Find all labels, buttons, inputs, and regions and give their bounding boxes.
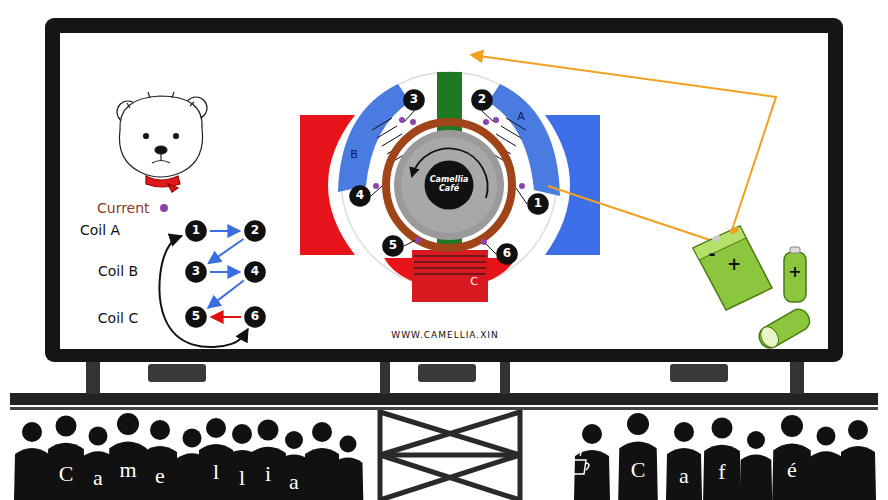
shirt-letter: C	[59, 462, 74, 486]
bear-sketch	[117, 92, 207, 192]
coil-name: Coil A	[80, 223, 120, 238]
terminal-number: 2	[251, 224, 259, 237]
terminal-number: 2	[478, 93, 486, 106]
shirt-letter: é	[787, 458, 797, 482]
coil-letter: C	[468, 276, 480, 288]
battery-sign: +	[727, 255, 741, 274]
shirt-letter: l	[239, 466, 245, 490]
shirt-letter: a	[679, 464, 689, 488]
shirt-letter: i	[265, 462, 271, 486]
terminal-number: 5	[389, 239, 397, 252]
terminal-number-circle: 3	[185, 261, 207, 283]
batteries	[693, 226, 813, 352]
flow-arrow	[210, 230, 240, 232]
coil-name: Coil B	[98, 264, 138, 279]
battery-wires	[472, 55, 776, 242]
shirt-letter: m	[119, 458, 136, 482]
coil-name: Coil C	[98, 311, 138, 326]
battery-sign: -	[708, 245, 715, 264]
terminal-number-circle: 1	[527, 193, 549, 215]
terminal-number: 4	[356, 189, 364, 202]
terminal-number: 6	[503, 247, 511, 260]
shirt-letter: f	[718, 460, 725, 484]
terminal-number: 3	[192, 265, 200, 278]
legend-entry: Current	[97, 200, 168, 216]
battery-sign: +	[788, 263, 801, 281]
terminal-number-circle: 6	[496, 243, 518, 265]
terminal-number-circle: 5	[185, 306, 207, 328]
legend-swatch	[160, 204, 168, 212]
rotor-hub-circle: Camellia Café	[424, 160, 474, 210]
coil-letter: B	[350, 149, 358, 161]
shirt-letter: C	[631, 458, 646, 482]
coil-letter: A	[517, 111, 525, 123]
terminal-number-circle: 3	[403, 89, 425, 111]
terminal-number-circle: 5	[382, 235, 404, 257]
flow-arrow	[211, 316, 241, 318]
legend-text: Current	[97, 200, 150, 216]
flow-arrow	[208, 239, 243, 263]
terminal-number-circle: 2	[244, 220, 266, 242]
website-text: WWW.CAMELLIA.XIN	[391, 331, 499, 341]
terminal-number-circle: 4	[244, 261, 266, 283]
terminal-number: 5	[192, 310, 200, 323]
shirt-letter: a	[289, 470, 299, 494]
flow-arrow	[208, 280, 244, 307]
coffee-cup-symbol	[568, 449, 589, 474]
shirt-letter: l	[213, 460, 219, 484]
flow-arrow	[210, 271, 240, 273]
terminal-number: 3	[410, 93, 418, 106]
terminal-number-circle: 6	[244, 306, 266, 328]
shirt-letter: a	[93, 466, 103, 490]
flow-arrow	[160, 236, 248, 347]
terminal-number: 1	[534, 197, 542, 210]
shirt-letter: e	[155, 464, 165, 488]
hub-text: Camellia Café	[428, 176, 470, 194]
audience-silhouettes	[14, 413, 876, 500]
terminal-number-circle: 1	[185, 220, 207, 242]
terminal-number: 6	[251, 310, 259, 323]
motor-illustration	[300, 72, 600, 302]
terminal-number-circle: 4	[349, 185, 371, 207]
billboard-frame	[10, 18, 878, 500]
terminal-number-circle: 2	[471, 89, 493, 111]
terminal-number: 1	[192, 224, 200, 237]
terminal-number: 4	[251, 265, 259, 278]
